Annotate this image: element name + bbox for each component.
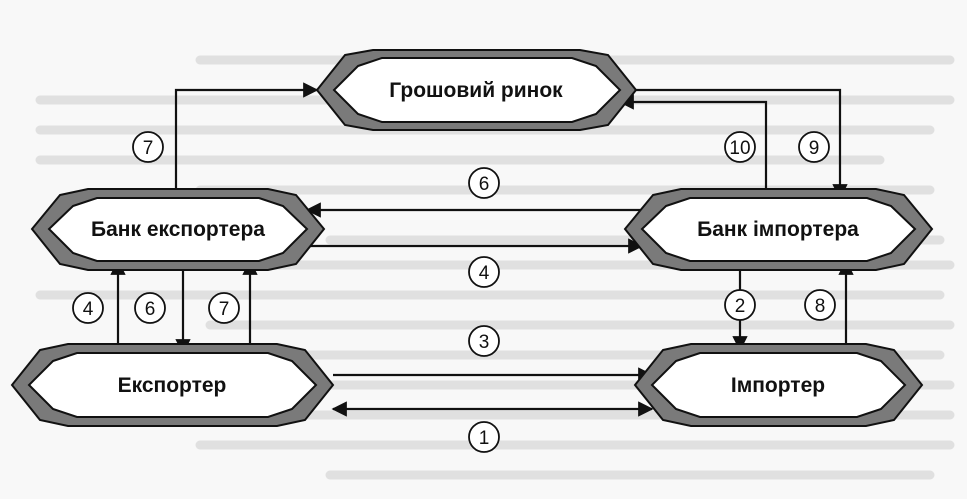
- step-labels: 1 2 3 4 4 6 6 7 7 8 9 10: [72, 131, 836, 453]
- svg-text:7: 7: [219, 299, 230, 320]
- svg-text:6: 6: [145, 299, 156, 320]
- svg-text:6: 6: [479, 174, 490, 195]
- svg-text:9: 9: [809, 138, 820, 159]
- edge-exporterbank-moneymarket-7: [174, 82, 319, 198]
- node-importer-bank: Банк імпортера: [623, 188, 934, 271]
- edge-importerbank-moneymarket-10: [618, 94, 768, 198]
- node-importer: Імпортер: [633, 343, 924, 427]
- step-badge: 2: [724, 289, 756, 321]
- svg-text:4: 4: [83, 299, 94, 320]
- step-badge: 4: [468, 256, 500, 288]
- node-label-exporter: Експортер: [118, 374, 227, 397]
- step-badge: 1: [468, 421, 500, 453]
- node-label-importer-bank: Банк імпортера: [697, 218, 859, 241]
- node-exporter: Експортер: [10, 343, 335, 427]
- edge-moneymarket-importerbank-9: [620, 88, 848, 200]
- step-badge: 8: [804, 289, 836, 321]
- node-money-market: Грошовий ринок: [315, 49, 638, 131]
- node-exporter-bank: Банк експортера: [30, 188, 326, 271]
- svg-text:10: 10: [729, 138, 750, 159]
- step-badge: 4: [72, 292, 104, 324]
- node-label-money-market: Грошовий ринок: [389, 79, 563, 102]
- step-badge: 6: [134, 292, 166, 324]
- svg-text:7: 7: [143, 138, 154, 159]
- node-label-exporter-bank: Банк експортера: [91, 218, 265, 241]
- nodes: Грошовий ринок Банк експортера Банк імпо…: [10, 49, 934, 427]
- edges: [110, 82, 854, 417]
- step-badge: 9: [798, 131, 830, 163]
- svg-text:3: 3: [479, 332, 490, 353]
- svg-text:4: 4: [479, 263, 490, 284]
- step-badge: 7: [132, 131, 164, 163]
- svg-text:2: 2: [735, 296, 746, 317]
- step-badge: 3: [468, 325, 500, 357]
- step-badge: 7: [208, 292, 240, 324]
- step-badge: 10: [724, 131, 756, 163]
- svg-text:1: 1: [479, 428, 490, 449]
- step-badge: 6: [468, 167, 500, 199]
- node-label-importer: Імпортер: [731, 374, 825, 397]
- svg-text:8: 8: [815, 296, 826, 317]
